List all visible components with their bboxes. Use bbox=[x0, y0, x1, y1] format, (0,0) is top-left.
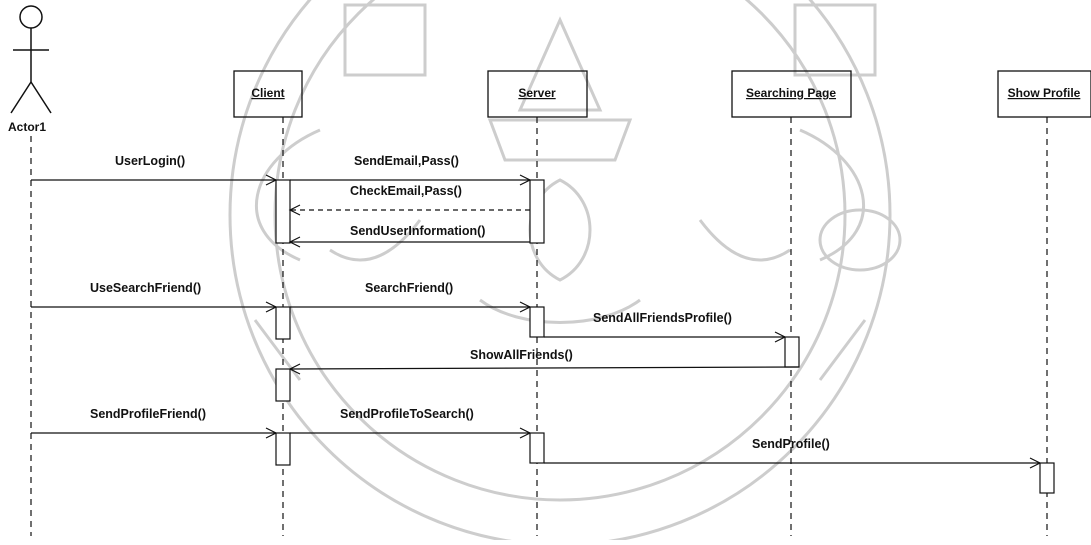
arrowhead-icon bbox=[519, 174, 532, 186]
message-label-sendemail: SendEmail,Pass() bbox=[354, 154, 459, 168]
actor-label: Actor1 bbox=[8, 120, 46, 134]
arrowhead-icon bbox=[265, 427, 278, 439]
activation-server-2 bbox=[529, 306, 545, 338]
arrowhead-icon bbox=[774, 331, 787, 343]
lifeline-box-show-profile bbox=[997, 70, 1091, 118]
message-label-sendprofilefriend: SendProfileFriend() bbox=[90, 407, 206, 421]
arrowhead-icon bbox=[288, 204, 301, 216]
message-label-sendprofile: SendProfile() bbox=[752, 437, 830, 451]
activation-searching-page bbox=[784, 336, 800, 368]
message-label-sendprofiletosearch: SendProfileToSearch() bbox=[340, 407, 474, 421]
activation-client-3 bbox=[275, 368, 291, 402]
lifeline-label-server: Server bbox=[518, 86, 556, 100]
arrowhead-icon bbox=[1029, 457, 1042, 469]
activation-show-profile bbox=[1039, 462, 1055, 494]
message-label-checkemail: CheckEmail,Pass() bbox=[350, 184, 462, 198]
message-label-showallfriends: ShowAllFriends() bbox=[470, 348, 573, 362]
message-label-senduserinformation: SendUserInformation() bbox=[350, 224, 485, 238]
activation-client-4 bbox=[275, 432, 291, 466]
arrowhead-icon bbox=[288, 363, 301, 375]
message-label-usesearchfriend: UseSearchFriend() bbox=[90, 281, 201, 295]
arrowhead-icon bbox=[265, 301, 278, 313]
message-label-userlogin: UserLogin() bbox=[115, 154, 185, 168]
actor-figure bbox=[10, 5, 52, 114]
arrowhead-icon bbox=[519, 301, 532, 313]
message-arrow bbox=[289, 366, 800, 370]
lifeline-label-searching-page: Searching Page bbox=[746, 86, 836, 100]
message-label-sendallfriendsprofile: SendAllFriendsProfile() bbox=[593, 311, 732, 325]
actor-head-icon bbox=[19, 5, 43, 29]
lifeline-label-show-profile: Show Profile bbox=[1008, 86, 1081, 100]
activation-server-3 bbox=[529, 432, 545, 464]
message-label-searchfriend: SearchFriend() bbox=[365, 281, 453, 295]
activation-client-2 bbox=[275, 306, 291, 340]
arrowhead-icon bbox=[265, 174, 278, 186]
arrowhead-icon bbox=[288, 236, 301, 248]
lifeline-label-client: Client bbox=[251, 86, 284, 100]
watermark-seal bbox=[228, 0, 902, 545]
activation-server-1 bbox=[529, 179, 545, 244]
arrowhead-icon bbox=[519, 427, 532, 439]
lifeline-box-client bbox=[233, 70, 303, 118]
activation-client-1 bbox=[275, 179, 291, 244]
